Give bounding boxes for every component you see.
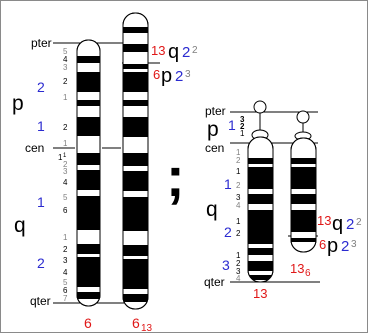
band-number: 5: [63, 278, 68, 287]
band-number: 1: [236, 148, 241, 157]
breakpoint-band: 2: [346, 216, 354, 233]
region-q1-label: 1: [224, 176, 232, 192]
breakpoint-chrom: 6: [319, 237, 326, 252]
region-p1-label: 1: [37, 118, 45, 134]
band-number: 3: [236, 193, 241, 202]
translocation-separator: ;: [166, 145, 185, 208]
cen-label: cen: [25, 141, 44, 155]
cen-label: cen: [205, 141, 224, 155]
band-number: 1: [236, 251, 241, 260]
p-arm-label: p: [12, 92, 24, 115]
derivative-label-sub: 6: [305, 268, 311, 279]
band-number: 2: [240, 122, 245, 131]
derivative-chromosome-6: [121, 12, 150, 310]
band-number: 2: [236, 181, 241, 190]
band-number: 1: [63, 93, 68, 102]
band-number: 4: [63, 268, 68, 277]
region-p1-label: 1: [228, 117, 236, 133]
band-number: 3: [63, 167, 68, 176]
derivative-label: 6: [132, 315, 140, 331]
band-number: 2: [63, 123, 68, 132]
band-number: 2: [236, 259, 241, 268]
chromosome-13-label: 13: [253, 286, 267, 301]
band-number: 3: [240, 115, 245, 124]
band-number: 3: [63, 256, 68, 265]
q-arm-label: q: [14, 214, 26, 237]
breakpoint-chrom: 6: [153, 67, 160, 82]
band-number: 7: [63, 294, 68, 303]
breakpoint-sub: 2: [192, 45, 198, 56]
qter-label: qter: [30, 294, 51, 308]
band-number: 5: [63, 47, 68, 56]
region-q1-label: 1: [37, 194, 45, 210]
band-number: 4: [63, 178, 68, 187]
band-number: 3: [236, 267, 241, 276]
region-q3-label: 3: [222, 257, 230, 273]
band-number: 1: [236, 167, 241, 176]
band-number: 2: [236, 229, 241, 238]
band-number: 1: [236, 217, 241, 226]
breakpoint-arm: p: [161, 65, 172, 87]
right-ideogram: pter cen qter p q 1 1 2 3 3 2 1 1 2 1 2 …: [204, 100, 362, 301]
band-number: 4: [236, 274, 241, 283]
breakpoint-arm: p: [327, 235, 338, 257]
breakpoint-sub: 3: [185, 69, 191, 80]
band-number: 2: [63, 160, 68, 169]
chromosome-13: [247, 100, 274, 283]
band-number: 3: [63, 63, 68, 72]
band-number: 2: [63, 77, 68, 86]
band-number: 5: [63, 193, 68, 202]
left-ideogram: pter cen qter p q 2 1 1 2 5 4 3 2 1 2 1 …: [12, 12, 198, 333]
breakpoint-chrom: 13: [151, 43, 165, 58]
band-number: 1: [63, 233, 68, 242]
chromosome-6-label: 6: [84, 315, 92, 331]
band-number: 1: [63, 139, 68, 148]
band-number: 1: [58, 153, 63, 162]
band-number: 1: [240, 129, 245, 138]
band-number: 2: [63, 245, 68, 254]
breakpoint-band: 2: [182, 44, 190, 61]
pter-label: pter: [205, 104, 226, 118]
band-number-sub: 1: [63, 153, 67, 159]
breakpoint-arm: q: [168, 41, 179, 63]
breakpoint-label-6p23: 6 p 2 3: [153, 65, 191, 87]
q-arm-label: q: [206, 198, 218, 221]
breakpoint-band: 2: [341, 238, 349, 255]
band-number: 4: [63, 55, 68, 64]
region-q2-label: 2: [37, 255, 45, 271]
band-number: 6: [63, 286, 68, 295]
pter-label: pter: [31, 36, 52, 50]
qter-label: qter: [204, 275, 225, 289]
breakpoint-band: 2: [175, 68, 183, 85]
p-arm-label: p: [207, 118, 219, 141]
region-q2-label: 2: [224, 224, 232, 240]
breakpoint-label-13q22: 13 q 2 2: [151, 41, 198, 63]
breakpoint-sub: 2: [356, 217, 362, 228]
band-number: 2: [236, 156, 241, 165]
breakpoint-sub: 3: [351, 239, 357, 250]
chromosome-6: [75, 39, 102, 307]
derivative-chromosome-13: [290, 110, 317, 253]
derivative-label-sub: 13: [141, 323, 153, 333]
breakpoint-chrom: 13: [317, 213, 331, 228]
breakpoint-label-13q22: 13 q 2 2: [317, 213, 362, 235]
band-number: 4: [236, 201, 241, 210]
breakpoint-label-6p23: 6 p 2 3: [319, 235, 357, 257]
derivative-label: 13: [290, 261, 304, 276]
band-number: 6: [63, 206, 68, 215]
breakpoint-arm: q: [332, 213, 343, 235]
region-p2-label: 2: [37, 79, 45, 95]
